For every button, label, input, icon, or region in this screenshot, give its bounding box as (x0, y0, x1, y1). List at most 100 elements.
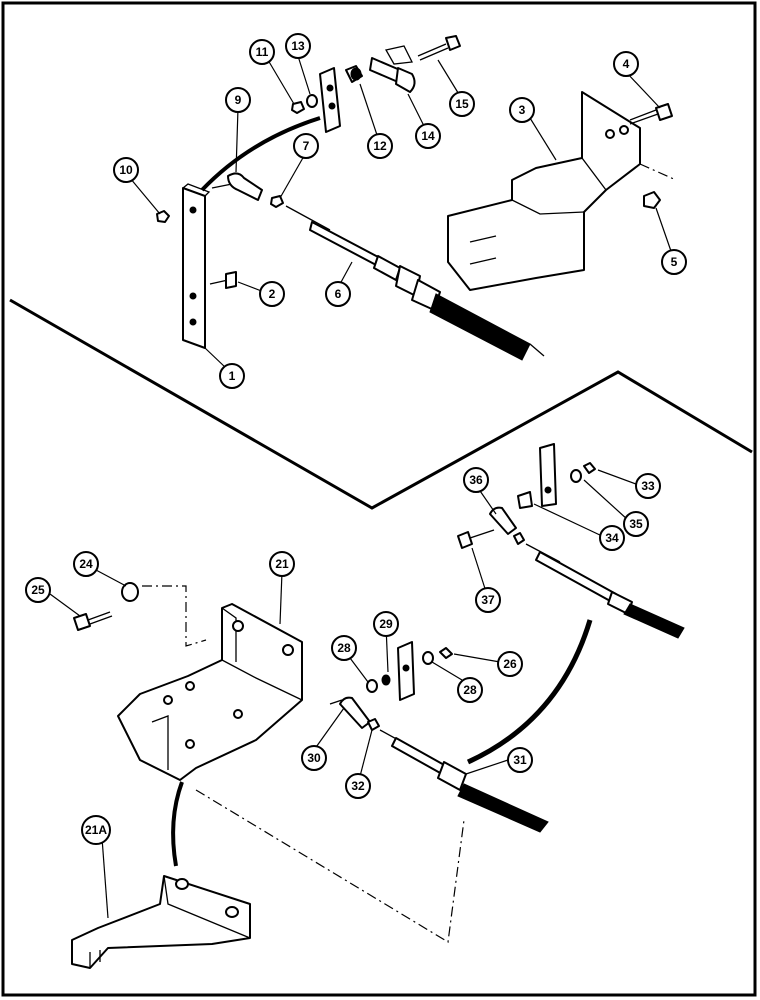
tab-bracket-lower (397, 641, 415, 701)
nut-36b (513, 532, 525, 545)
connection-arc-upper (200, 116, 321, 192)
connection-arc-lower (466, 619, 593, 765)
callout-5: 5 (661, 249, 687, 275)
svg-text:26: 26 (503, 657, 517, 671)
tab-bracket-13 (319, 67, 341, 133)
bracket-3 (447, 91, 641, 291)
svg-text:15: 15 (455, 97, 469, 111)
washer-24 (121, 582, 139, 602)
callout-13: 13 (285, 33, 311, 59)
bolt-2 (209, 271, 237, 289)
svg-text:31: 31 (513, 753, 527, 767)
svg-text:10: 10 (119, 163, 133, 177)
svg-text:21: 21 (275, 557, 289, 571)
callout-9: 9 (225, 87, 251, 113)
bolt-15 (417, 35, 461, 61)
svg-text:28: 28 (463, 683, 477, 697)
svg-text:1: 1 (229, 369, 236, 383)
callout-31: 31 (507, 747, 533, 773)
callout-12: 12 (367, 133, 393, 159)
bolt-37 (457, 529, 495, 549)
section-divider-line (9, 298, 753, 510)
washer-28-right (422, 651, 434, 665)
svg-text:3: 3 (519, 103, 526, 117)
nut-7 (270, 195, 284, 208)
callout-28-right: 28 (457, 677, 483, 703)
svg-text:24: 24 (79, 557, 93, 571)
callout-10: 10 (113, 157, 139, 183)
callout-35: 35 (623, 511, 649, 537)
svg-text:35: 35 (629, 517, 643, 531)
callout-4: 4 (613, 51, 639, 77)
rod-end-30 (329, 696, 371, 729)
svg-text:9: 9 (235, 93, 242, 107)
callout-3: 3 (509, 97, 535, 123)
rod-end-36 (489, 506, 517, 535)
svg-text:7: 7 (303, 139, 310, 153)
callout-14: 14 (415, 123, 441, 149)
callout-25: 25 (25, 577, 51, 603)
callout-21A: 21A (81, 815, 111, 845)
connection-arc-21A (171, 781, 184, 867)
alignment-line-upper (639, 163, 677, 181)
washer-28-left (366, 679, 378, 693)
callout-7: 7 (293, 133, 319, 159)
svg-text:12: 12 (373, 139, 387, 153)
callout-21: 21 (269, 551, 295, 577)
bracket-plate-1 (182, 183, 211, 349)
alignment-line-lower (195, 789, 465, 943)
callout-34: 34 (599, 525, 625, 551)
callout-33: 33 (635, 473, 661, 499)
callout-28-left: 28 (331, 635, 357, 661)
cable-31 (379, 729, 549, 833)
svg-text:34: 34 (605, 531, 619, 545)
bracket-21 (117, 603, 303, 781)
svg-text:36: 36 (469, 473, 483, 487)
svg-text:14: 14 (421, 129, 435, 143)
callout-37: 37 (475, 587, 501, 613)
callout-11: 11 (249, 39, 275, 65)
pin-14 (369, 45, 416, 93)
washer-29 (381, 674, 391, 686)
callout-32: 32 (345, 773, 371, 799)
tab-bracket-36 (539, 443, 557, 507)
nut-32 (367, 718, 380, 731)
alignment-line-24 (142, 585, 207, 647)
svg-text:21A: 21A (85, 823, 107, 837)
callout-15: 15 (449, 91, 475, 117)
svg-text:28: 28 (337, 641, 351, 655)
nut-washer-11 (291, 94, 318, 114)
bracket-21A (71, 875, 251, 969)
callout-1: 1 (219, 363, 245, 389)
bushing-34 (517, 491, 533, 509)
rod-end-9 (211, 172, 263, 201)
bushing-12 (345, 65, 363, 83)
callout-26: 26 (497, 651, 523, 677)
callout-24: 24 (73, 551, 99, 577)
cable-6 (285, 205, 545, 361)
leader-lines (49, 55, 673, 919)
svg-text:4: 4 (623, 57, 630, 71)
callout-29: 29 (373, 611, 399, 637)
svg-text:32: 32 (351, 779, 365, 793)
svg-text:30: 30 (307, 751, 321, 765)
callout-30: 30 (301, 745, 327, 771)
svg-text:11: 11 (256, 45, 269, 59)
svg-text:13: 13 (291, 39, 305, 53)
washer-35 (570, 469, 582, 483)
svg-text:25: 25 (31, 583, 45, 597)
bolt-4 (629, 103, 673, 125)
cable-37 (525, 543, 685, 639)
svg-text:33: 33 (641, 479, 655, 493)
svg-text:37: 37 (481, 593, 495, 607)
nut-33 (583, 462, 596, 474)
bolt-25 (73, 611, 113, 631)
svg-text:2: 2 (269, 287, 276, 301)
svg-text:6: 6 (335, 287, 342, 301)
svg-text:5: 5 (671, 255, 678, 269)
callout-2: 2 (259, 281, 285, 307)
svg-text:29: 29 (379, 617, 393, 631)
callout-6: 6 (325, 281, 351, 307)
